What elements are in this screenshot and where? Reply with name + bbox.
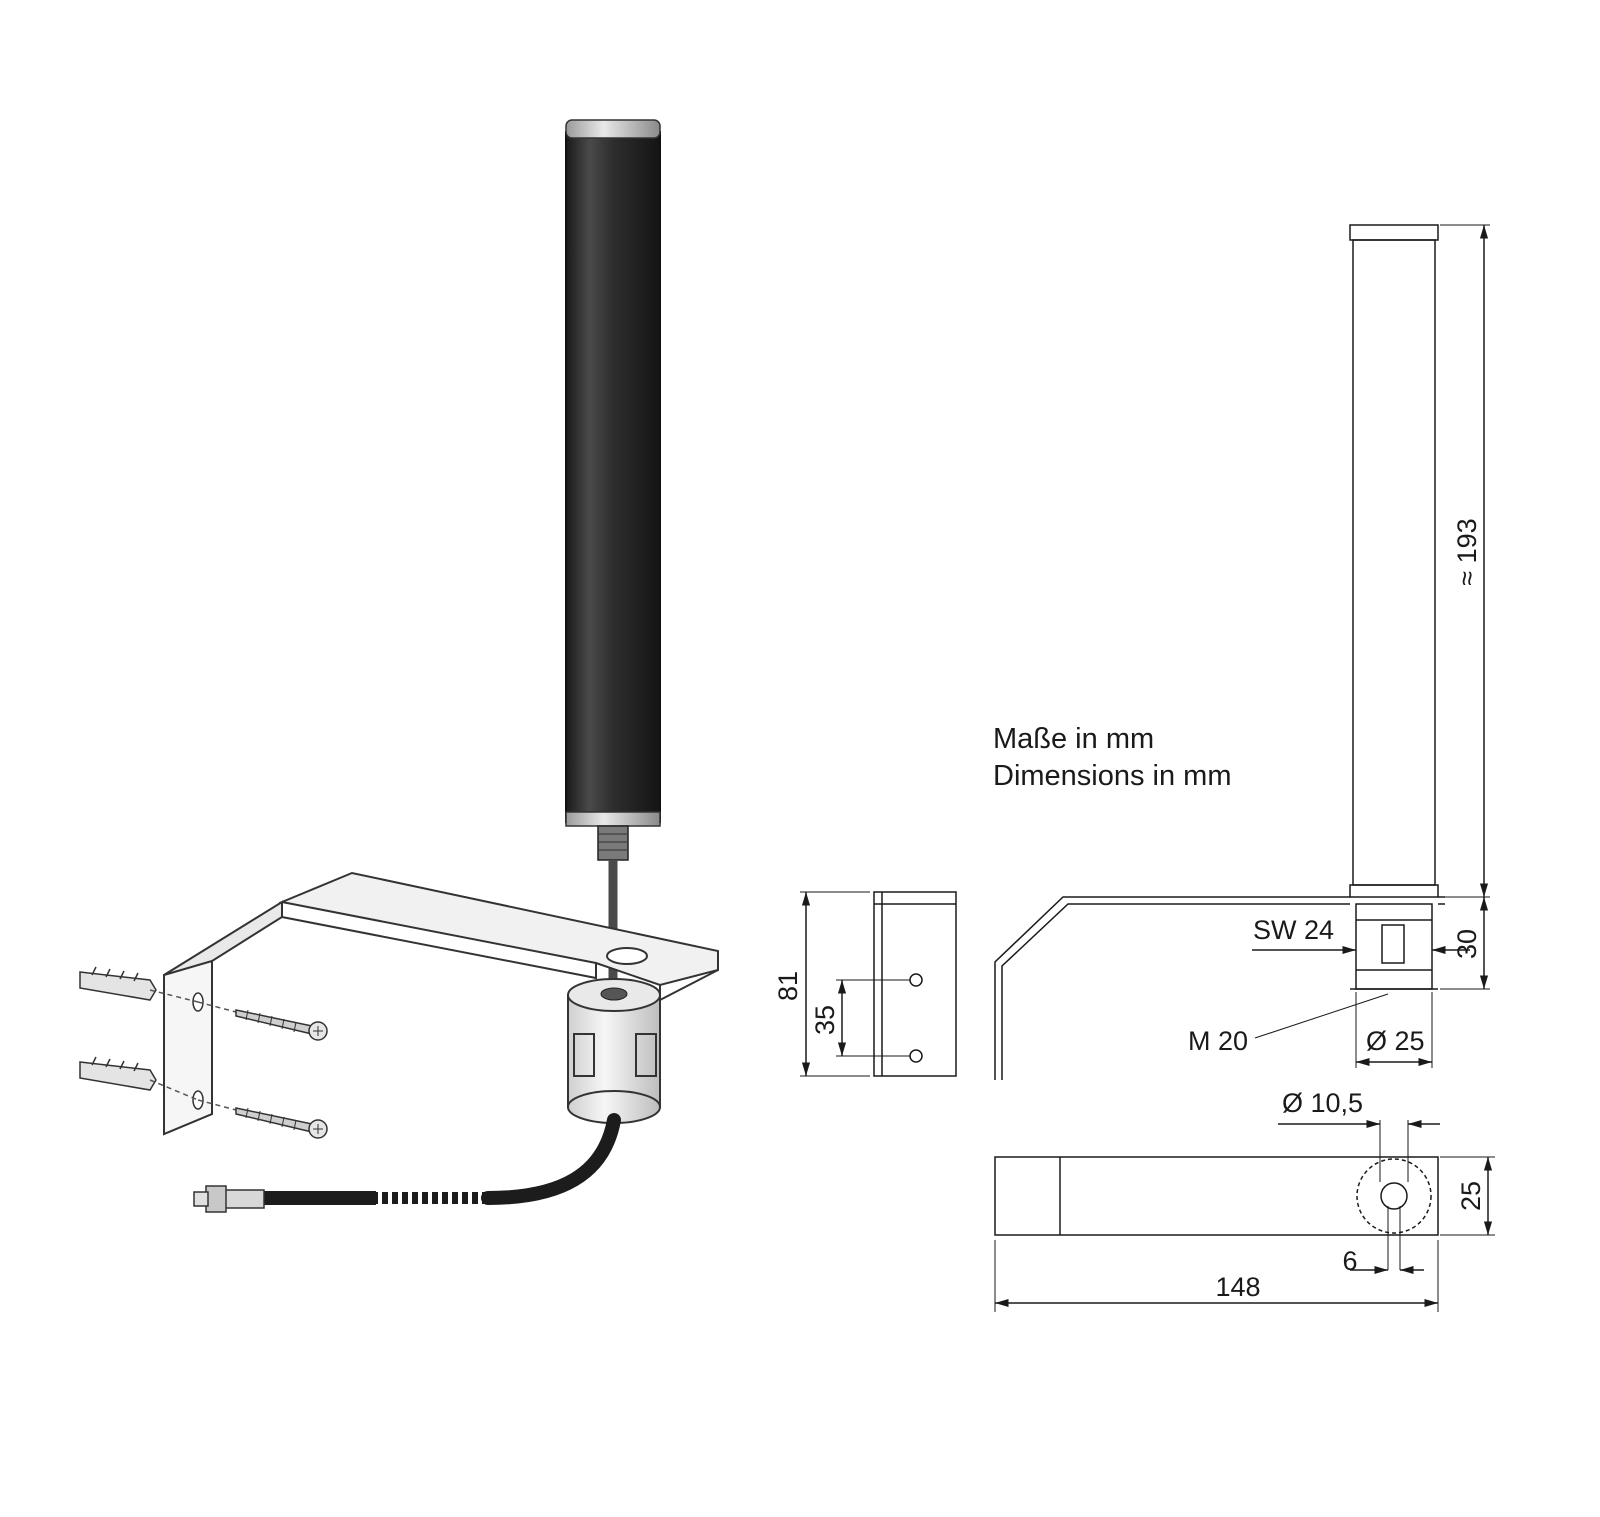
label-wrench-size: SW 24 xyxy=(1253,915,1334,945)
label-base-diameter: Ø 25 xyxy=(1366,1026,1425,1056)
label-bracket-height: 81 xyxy=(773,971,803,1001)
cable xyxy=(262,1113,621,1205)
antenna-radome-icon xyxy=(565,119,661,827)
label-arm-length: 148 xyxy=(1215,1272,1260,1302)
units-note-de: Maße in mm xyxy=(993,723,1154,755)
label-hole-diameter: Ø 10,5 xyxy=(1282,1088,1363,1118)
bracket-top-view xyxy=(994,1119,1495,1312)
label-arm-width: 25 xyxy=(1456,1181,1486,1211)
sma-connector-icon xyxy=(193,1185,265,1213)
antenna-illustration xyxy=(79,119,719,1213)
thread-nut xyxy=(597,825,629,861)
wall-plug-icon xyxy=(79,966,157,1091)
ferrite-core-icon xyxy=(567,978,661,1124)
label-thread: M 20 xyxy=(1188,1026,1248,1056)
screw-icon xyxy=(149,989,328,1139)
antenna-side-view xyxy=(994,224,1490,1080)
units-note-en: Dimensions in mm xyxy=(993,760,1232,792)
label-slot-width: 6 xyxy=(1342,1246,1357,1276)
label-hole-spacing: 35 xyxy=(810,1005,840,1035)
bracket-front-view xyxy=(800,891,957,1077)
label-base-height: 30 xyxy=(1452,929,1482,959)
label-total-height: ≈ 193 xyxy=(1452,518,1482,585)
